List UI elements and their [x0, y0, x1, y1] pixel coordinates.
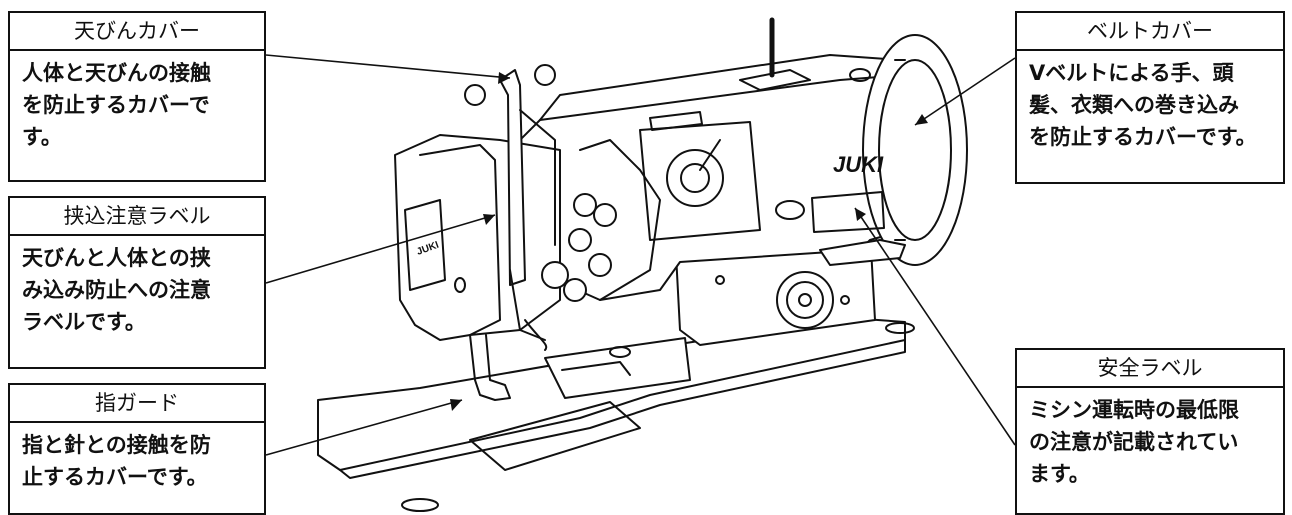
callout-finger-guard: 指ガード 指と針との接触を防 止するカバーです。	[8, 383, 266, 515]
callout-description: ミシン運転時の最低限 の注意が記載されてい ます。	[1029, 398, 1239, 486]
callout-title: 天びんカバー	[10, 13, 264, 51]
callout-description: 人体と天びんの接触 を防止するカバーで す。	[22, 61, 211, 149]
callout-description: Vベルトによる手、頭 髪、衣類への巻き込み を防止するカバーです。	[1029, 61, 1257, 149]
callout-title: 挟込注意ラベル	[10, 198, 264, 236]
callout-tenbin-cover: 天びんカバー 人体と天びんの接触 を防止するカバーで す。	[8, 11, 266, 182]
callout-pinch-warning-label: 挟込注意ラベル 天びんと人体との挟 み込み防止への注意 ラベルです。	[8, 196, 266, 369]
callout-safety-label: 安全ラベル ミシン運転時の最低限 の注意が記載されてい ます。	[1015, 348, 1285, 515]
callout-title: ベルトカバー	[1017, 13, 1283, 51]
leader-line-hasami	[265, 214, 496, 284]
leader-line-belt	[914, 57, 1016, 126]
callout-title: 安全ラベル	[1017, 350, 1283, 388]
callout-description: 天びんと人体との挟 み込み防止への注意 ラベルです。	[22, 246, 211, 334]
machine-bed	[317, 317, 906, 471]
callout-description: 指と針との接触を防 止するカバーです。	[22, 433, 211, 489]
callout-belt-cover: ベルトカバー Vベルトによる手、頭 髪、衣類への巻き込み を防止するカバーです。	[1015, 11, 1285, 184]
leader-line-anzen	[854, 207, 1016, 446]
leader-line-yubi	[265, 399, 463, 456]
callout-title: 指ガード	[10, 385, 264, 423]
leader-line-tenbin	[265, 54, 511, 79]
brand-logo: JUKI	[833, 152, 884, 177]
